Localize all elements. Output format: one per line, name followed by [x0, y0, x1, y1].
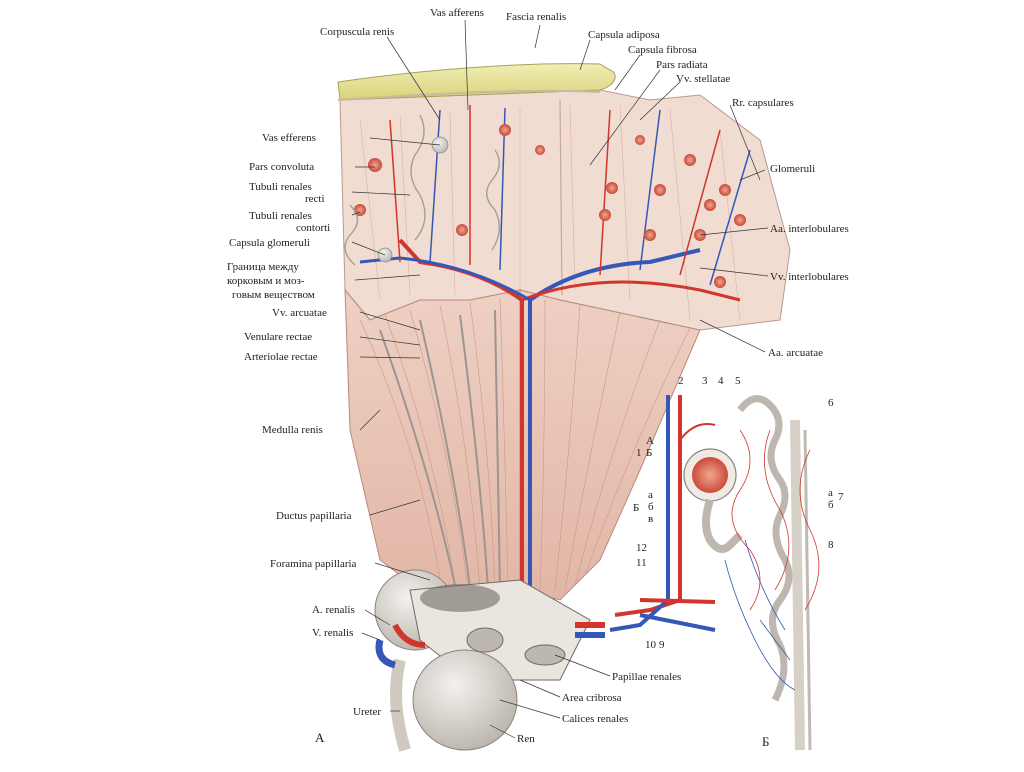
panel-a-letter: A: [315, 730, 325, 745]
label-foramina-papillaria: Foramina papillaria: [270, 558, 357, 570]
label-medulla-renis: Medulla renis: [262, 424, 323, 436]
label-vv-interlobulares: Vv. interlobulares: [770, 271, 849, 283]
label-calices-renales: Calices renales: [562, 713, 628, 725]
label-vv-stellatae: Vv. stellatae: [676, 73, 730, 85]
label-group-left: Corpuscula renis Vas afferens Vas effere…: [227, 7, 484, 718]
label-b-3: 3: [702, 375, 708, 387]
label-b-letter-bb: б: [648, 501, 654, 513]
label-area-cribrosa: Area cribrosa: [562, 692, 622, 704]
label-group-top: Fascia renalis Capsula adiposa Capsula f…: [506, 11, 794, 109]
label-b-1: 1: [636, 447, 642, 459]
label-b-6: 6: [828, 397, 834, 409]
label-rr-capsulares: Rr. capsulares: [732, 97, 794, 109]
label-ductus-papillaria: Ductus papillaria: [276, 510, 352, 522]
glomeruli-cluster: [354, 124, 746, 288]
label-b-2: 2: [678, 375, 684, 387]
label-tubuli-recti-1: Tubuli renales: [249, 181, 312, 193]
label-a-renalis: A. renalis: [312, 604, 355, 616]
label-pars-convoluta: Pars convoluta: [249, 161, 314, 173]
label-vas-afferens: Vas afferens: [430, 7, 484, 19]
label-aa-arcuatae: Aa. arcuatae: [768, 347, 823, 359]
label-tubuli-recti-2: recti: [305, 193, 325, 205]
calyx-structure: [374, 569, 605, 752]
label-venulare-rectae: Venulare rectae: [244, 331, 312, 343]
nephron-detail-panel: [609, 395, 820, 751]
label-arteriolae-rectae: Arteriolae rectae: [244, 351, 318, 363]
panel-b-letter: Б: [762, 734, 769, 749]
label-b-5: 5: [735, 375, 741, 387]
label-group-panel-b: 1 А Б 2 3 4 5 6 7 а б 8 9 10 11 12 Б а б…: [633, 375, 844, 651]
label-b-8: 8: [828, 539, 834, 551]
label-b-12: 12: [636, 542, 647, 554]
label-group-right: Glomeruli Aa. interlobulares Vv. interlo…: [517, 163, 849, 745]
label-b-7b: б: [828, 499, 834, 511]
label-tubuli-contorti-2: contorti: [296, 222, 330, 234]
medulla-pyramid-right: [519, 289, 701, 601]
label-b-9: 9: [659, 639, 665, 651]
label-granitsa-2: корковым и моз-: [227, 275, 305, 287]
label-b-letter-a: а: [648, 489, 653, 501]
label-v-renalis: V. renalis: [312, 627, 353, 639]
label-b-4: 4: [718, 375, 724, 387]
label-papillae-renales: Papillae renales: [612, 671, 681, 683]
label-b-11: 11: [636, 557, 647, 569]
label-pars-radiata: Pars radiata: [656, 59, 708, 71]
label-tubuli-contorti-1: Tubuli renales: [249, 210, 312, 222]
label-granitsa-1: Граница между: [227, 261, 299, 273]
cortex-block: [339, 89, 791, 331]
label-capsula-fibrosa: Capsula fibrosa: [628, 44, 697, 56]
label-vv-arcuatae: Vv. arcuatae: [272, 307, 327, 319]
label-fascia-renalis: Fascia renalis: [506, 11, 566, 23]
label-aa-interlobulares: Aa. interlobulares: [770, 223, 849, 235]
label-capsula-glomeruli: Capsula glomeruli: [229, 237, 310, 249]
label-capsula-adiposa: Capsula adiposa: [588, 29, 660, 41]
label-vas-efferens: Vas efferens: [262, 132, 316, 144]
label-b-7: 7: [838, 491, 844, 503]
label-ren: Ren: [517, 733, 535, 745]
label-b-letter-v: в: [648, 513, 653, 525]
label-b-1a: А: [646, 435, 654, 447]
medulla-pyramid-left: [344, 288, 521, 601]
label-b-7a: а: [828, 487, 833, 499]
label-b-letter-b: Б: [633, 502, 639, 514]
label-glomeruli: Glomeruli: [770, 163, 815, 175]
label-corpuscula-renis: Corpuscula renis: [320, 26, 394, 38]
label-granitsa-3: говым веществом: [232, 289, 315, 301]
label-ureter: Ureter: [353, 706, 381, 718]
label-b-1b: Б: [646, 447, 652, 459]
label-b-10: 10: [645, 639, 657, 651]
